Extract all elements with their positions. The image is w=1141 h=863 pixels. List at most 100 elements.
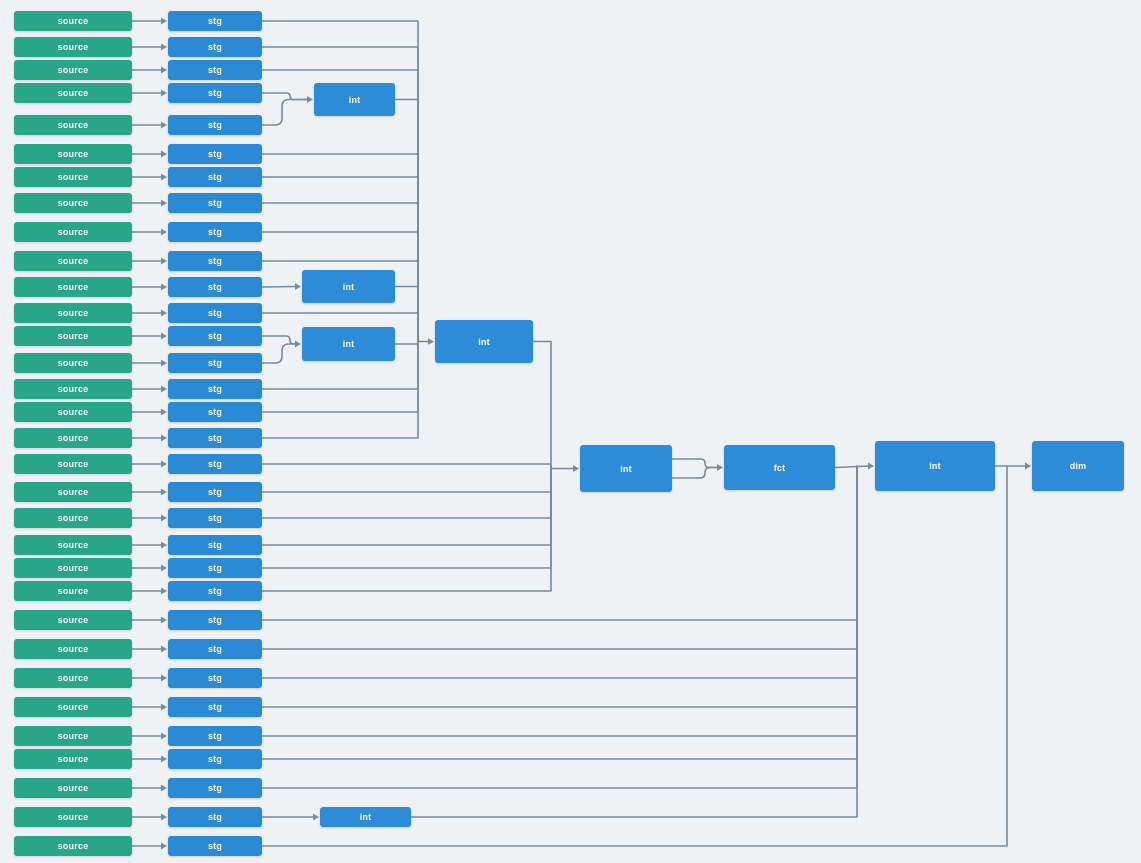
node-source-src7[interactable]: source <box>14 167 132 187</box>
edge-intE-fct-upper <box>671 458 718 469</box>
arrow-stg16 <box>161 408 167 416</box>
arrow-stg20 <box>161 514 167 522</box>
arrow-stg4 <box>161 89 167 97</box>
node-label: source <box>57 358 89 368</box>
node-source-src15[interactable]: source <box>14 379 132 399</box>
node-source-src26[interactable]: source <box>14 668 132 688</box>
arrow-stg30 <box>161 784 167 792</box>
node-stg-stg25[interactable]: stg <box>168 639 262 659</box>
node-int-intA[interactable]: int <box>314 83 395 116</box>
node-stg-stg11[interactable]: stg <box>168 277 262 297</box>
node-source-src28[interactable]: source <box>14 726 132 746</box>
node-int-intG[interactable]: int <box>320 807 411 827</box>
node-source-src13[interactable]: source <box>14 326 132 346</box>
node-stg-stg24[interactable]: stg <box>168 610 262 630</box>
node-source-src25[interactable]: source <box>14 639 132 659</box>
edge-stg7-intD <box>261 176 419 343</box>
node-source-src20[interactable]: source <box>14 508 132 528</box>
node-stg-stg13[interactable]: stg <box>168 326 262 346</box>
node-source-src32[interactable]: source <box>14 836 132 856</box>
node-stg-stg10[interactable]: stg <box>168 251 262 271</box>
node-label: stg <box>207 433 223 443</box>
node-fct-fct1[interactable]: fct <box>724 445 835 490</box>
node-source-src24[interactable]: source <box>14 610 132 630</box>
node-source-src31[interactable]: source <box>14 807 132 827</box>
node-stg-stg5[interactable]: stg <box>168 115 262 135</box>
node-stg-stg4[interactable]: stg <box>168 83 262 103</box>
node-source-src29[interactable]: source <box>14 749 132 769</box>
node-stg-stg31[interactable]: stg <box>168 807 262 827</box>
arrow-intB <box>295 283 301 290</box>
node-label: source <box>57 331 89 341</box>
node-stg-stg18[interactable]: stg <box>168 454 262 474</box>
node-stg-stg19[interactable]: stg <box>168 482 262 502</box>
node-stg-stg26[interactable]: stg <box>168 668 262 688</box>
node-label: source <box>57 673 89 683</box>
arrow-stg13 <box>161 332 167 340</box>
node-stg-stg6[interactable]: stg <box>168 144 262 164</box>
node-stg-stg7[interactable]: stg <box>168 167 262 187</box>
node-source-src23[interactable]: source <box>14 581 132 601</box>
node-stg-stg29[interactable]: stg <box>168 749 262 769</box>
node-int-intE[interactable]: int <box>580 445 672 492</box>
node-source-src6[interactable]: source <box>14 144 132 164</box>
arrow-stg5 <box>161 121 167 129</box>
node-int-intB[interactable]: int <box>302 270 395 303</box>
node-stg-stg30[interactable]: stg <box>168 778 262 798</box>
node-stg-stg15[interactable]: stg <box>168 379 262 399</box>
node-stg-stg2[interactable]: stg <box>168 37 262 57</box>
node-source-src2[interactable]: source <box>14 37 132 57</box>
node-source-src22[interactable]: source <box>14 558 132 578</box>
node-source-src14[interactable]: source <box>14 353 132 373</box>
node-stg-stg20[interactable]: stg <box>168 508 262 528</box>
node-source-src30[interactable]: source <box>14 778 132 798</box>
node-stg-stg1[interactable]: stg <box>168 11 262 31</box>
node-stg-stg32[interactable]: stg <box>168 836 262 856</box>
edge-stg13-intC <box>261 335 296 345</box>
node-source-src19[interactable]: source <box>14 482 132 502</box>
node-stg-stg21[interactable]: stg <box>168 535 262 555</box>
node-stg-stg16[interactable]: stg <box>168 402 262 422</box>
node-label: int <box>342 339 355 349</box>
node-label: stg <box>207 256 223 266</box>
node-label: source <box>57 172 89 182</box>
node-source-src17[interactable]: source <box>14 428 132 448</box>
node-source-src4[interactable]: source <box>14 83 132 103</box>
node-int-intD[interactable]: int <box>435 320 533 363</box>
node-label: stg <box>207 88 223 98</box>
node-stg-stg8[interactable]: stg <box>168 193 262 213</box>
edge-stg25-intF <box>261 465 858 650</box>
node-int-intF[interactable]: int <box>875 441 995 491</box>
node-stg-stg23[interactable]: stg <box>168 581 262 601</box>
node-source-src27[interactable]: source <box>14 697 132 717</box>
node-source-src8[interactable]: source <box>14 193 132 213</box>
node-dim-dim1[interactable]: dim <box>1032 441 1124 491</box>
node-label: source <box>57 754 89 764</box>
node-source-src5[interactable]: source <box>14 115 132 135</box>
node-label: stg <box>207 384 223 394</box>
node-label: source <box>57 731 89 741</box>
node-stg-stg27[interactable]: stg <box>168 697 262 717</box>
node-stg-stg17[interactable]: stg <box>168 428 262 448</box>
node-label: stg <box>207 487 223 497</box>
node-source-src1[interactable]: source <box>14 11 132 31</box>
edge-stg30-intF <box>261 465 858 789</box>
node-int-intC[interactable]: int <box>302 327 395 361</box>
node-label: source <box>57 16 89 26</box>
node-stg-stg14[interactable]: stg <box>168 353 262 373</box>
node-source-src18[interactable]: source <box>14 454 132 474</box>
node-source-src9[interactable]: source <box>14 222 132 242</box>
node-stg-stg3[interactable]: stg <box>168 60 262 80</box>
node-source-src16[interactable]: source <box>14 402 132 422</box>
node-source-src3[interactable]: source <box>14 60 132 80</box>
node-source-src11[interactable]: source <box>14 277 132 297</box>
edge-stg19-intE <box>261 467 552 493</box>
node-stg-stg9[interactable]: stg <box>168 222 262 242</box>
node-stg-stg28[interactable]: stg <box>168 726 262 746</box>
node-source-src10[interactable]: source <box>14 251 132 271</box>
node-stg-stg12[interactable]: stg <box>168 303 262 323</box>
node-label: source <box>57 513 89 523</box>
node-stg-stg22[interactable]: stg <box>168 558 262 578</box>
node-source-src21[interactable]: source <box>14 535 132 555</box>
node-source-src12[interactable]: source <box>14 303 132 323</box>
